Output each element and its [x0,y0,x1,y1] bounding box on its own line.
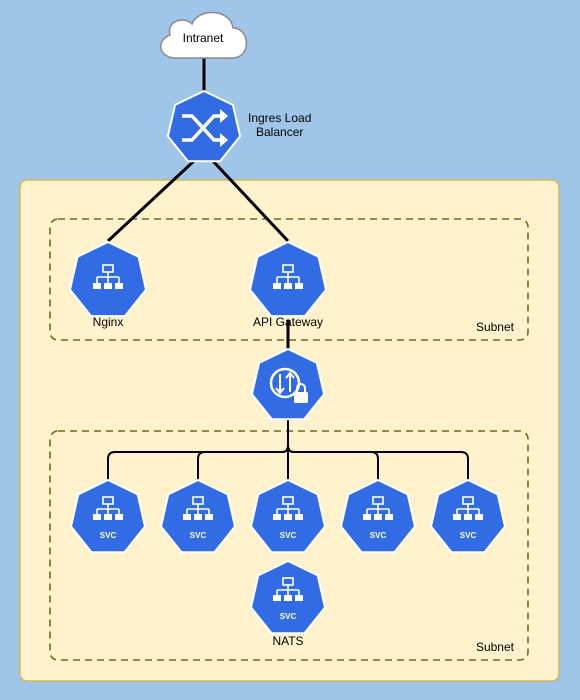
branch-svc-2 [197,445,289,484]
svc-label: SVC [100,531,117,540]
svc-label: SVC [190,531,207,540]
lb-to-gateway-line [210,158,290,243]
lb-to-nginx-line [106,158,197,243]
api-gateway-node [248,240,328,318]
svc-label: SVC [370,531,387,540]
nginx-label: Nginx [93,315,124,329]
nats-node: SVC [249,559,327,635]
shuffle-icon [182,109,228,147]
network-policy-node [250,347,326,421]
load-balancer-label-line2: Balancer [256,125,303,139]
cloud-icon [160,11,247,59]
network-policy-lock-icon [269,367,308,403]
intranet-cloud: Intranet [160,11,247,59]
cloud-label: Intranet [183,31,224,45]
svc-node-5: SVC [429,478,507,554]
svc-node-3: SVC [249,478,327,554]
load-balancer-label-line1: Ingres Load [248,111,311,125]
subnet-top-label: Subnet [476,320,515,334]
service-branches [107,445,469,484]
svc-label: SVC [460,531,477,540]
nginx-node [68,240,148,318]
api-gateway-label: API Gateway [253,315,323,329]
connections [106,58,290,484]
load-balancer-node [166,89,242,163]
nats-svc-label: SVC [280,612,297,621]
svc-node-4: SVC [339,478,417,554]
nats-caption: NATS [272,634,303,648]
svc-label: SVC [280,531,297,540]
svc-node-1: SVC [69,478,147,554]
subnet-bottom-label: Subnet [476,640,515,654]
branch-svc-5 [287,445,469,484]
svc-node-2: SVC [159,478,237,554]
